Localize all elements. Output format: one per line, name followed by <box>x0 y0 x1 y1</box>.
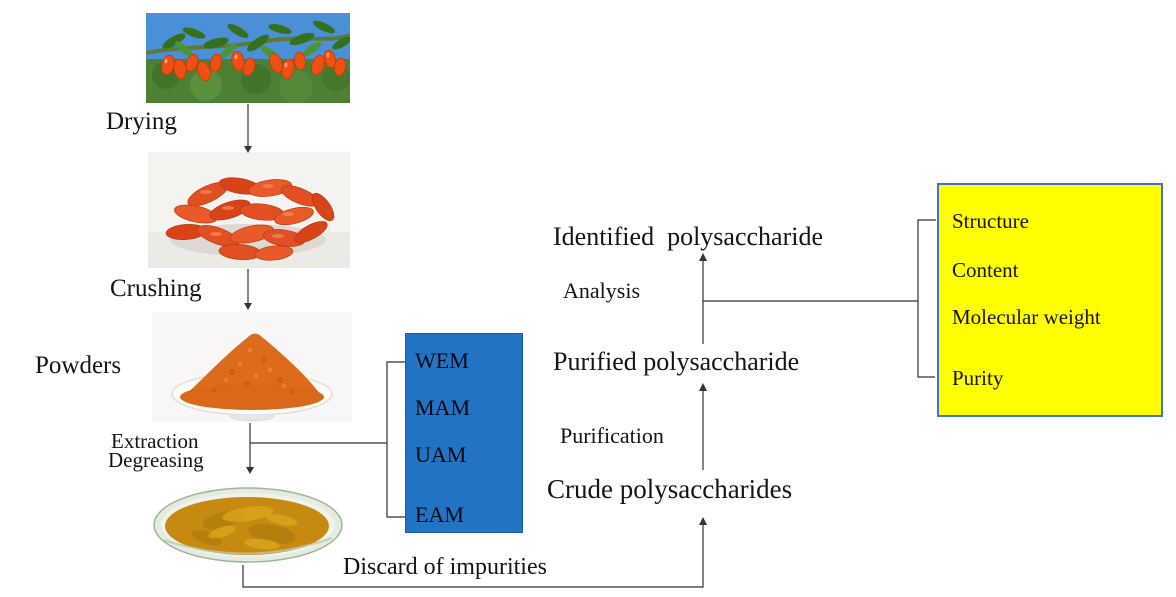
arrowhead-up-purified <box>699 383 707 391</box>
purification-label: Purification <box>560 423 664 448</box>
arrowhead-up-identified <box>699 253 707 261</box>
purified-polysaccharide-label: Purified polysaccharide <box>553 347 800 376</box>
extraction-methods-box: WEM MAM UAM EAM <box>405 333 523 533</box>
degreasing-label: Degreasing <box>108 448 204 472</box>
analysis-properties-box: Structure Content Molecular weight Purit… <box>937 183 1163 417</box>
discard-of-impurities-label: Discard of impurities <box>343 554 547 580</box>
property-content-label: Content <box>952 258 1019 282</box>
method-uam-label: UAM <box>415 442 467 467</box>
crude-polysaccharides-label: Crude polysaccharides <box>547 474 793 504</box>
dried-goji-berries-image <box>148 152 350 268</box>
analysis-label: Analysis <box>563 278 640 303</box>
extraction-label: Extraction <box>111 429 199 453</box>
property-molecular-weight-label: Molecular weight <box>952 305 1101 329</box>
crushing-label: Crushing <box>110 275 202 302</box>
method-eam-label: EAM <box>415 502 464 527</box>
methods-bracket <box>386 361 405 518</box>
goji-plant-image <box>146 13 350 103</box>
goji-powder-plate-image <box>152 312 352 422</box>
method-mam-label: MAM <box>415 395 471 420</box>
arrowhead-up-crude <box>699 517 707 525</box>
powders-label: Powders <box>35 352 122 379</box>
identified-polysaccharide-label: Identified polysaccharide <box>553 222 823 251</box>
arrowhead-down-2 <box>244 303 252 310</box>
property-purity-label: Purity <box>952 366 1004 390</box>
arrowhead-down-3 <box>246 467 254 474</box>
property-structure-label: Structure <box>952 209 1029 233</box>
drying-label: Drying <box>106 108 177 135</box>
degreased-extract-dish-image <box>153 487 343 563</box>
method-wem-label: WEM <box>415 348 469 373</box>
properties-bracket <box>917 219 936 378</box>
